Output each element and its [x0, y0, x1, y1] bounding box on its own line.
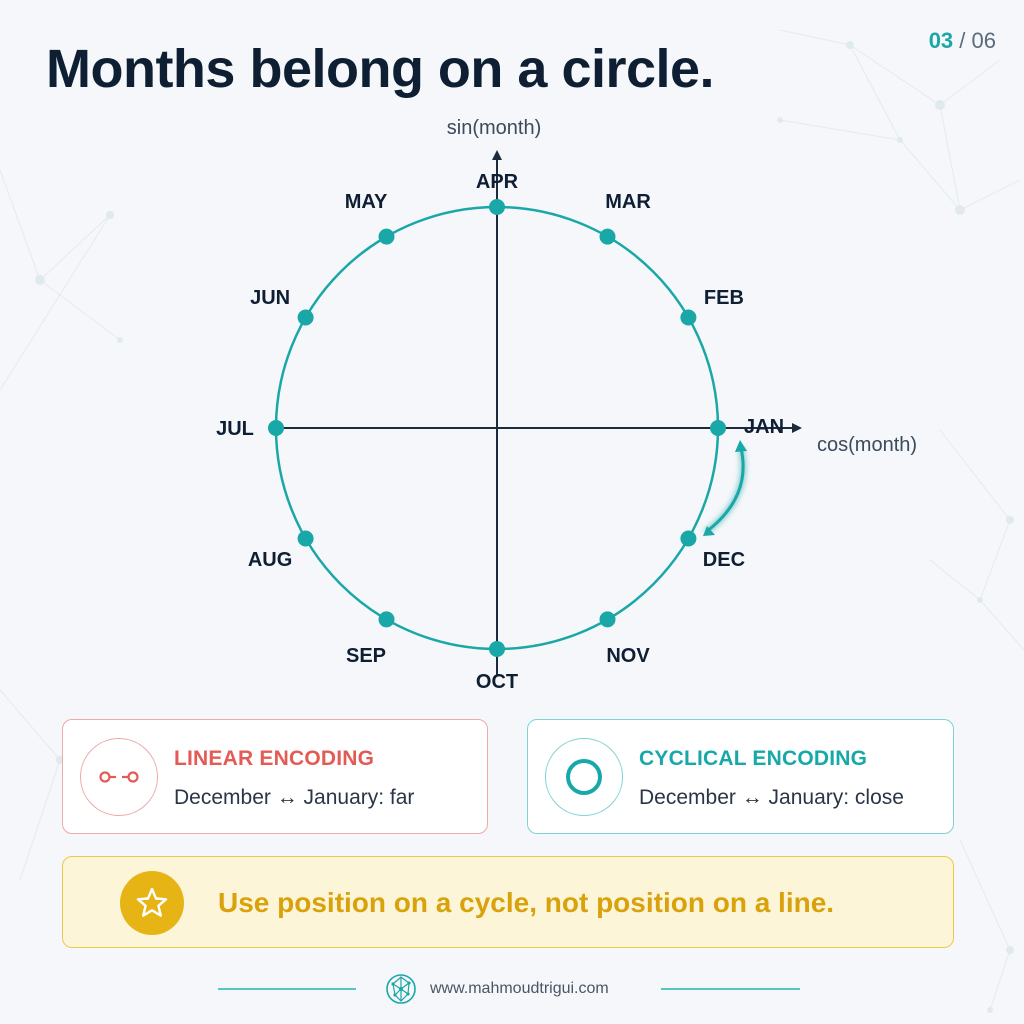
month-label-jul: JUL	[216, 418, 254, 440]
page-current: 03	[928, 28, 954, 53]
month-marker-nov	[599, 611, 616, 628]
month-marker-sep	[378, 611, 395, 628]
month-label-feb: FEB	[704, 287, 744, 309]
linear-encoding-card: LINEAR ENCODING December ↔ January: far	[62, 719, 488, 834]
month-label-sep: SEP	[346, 645, 386, 667]
x-axis-arrowhead	[792, 423, 802, 433]
dec-arrowhead	[703, 526, 715, 536]
cyclical-encoding-title: CYCLICAL ENCODING	[639, 747, 868, 770]
month-marker-mar	[599, 228, 616, 245]
jan-arrowhead	[735, 440, 747, 452]
month-marker-oct	[489, 641, 505, 657]
linear-encoding-text: December ↔ January: far	[174, 786, 415, 809]
network-logo-icon	[386, 974, 416, 1004]
cyclical-encoding-card: CYCLICAL ENCODING December ↔ January: cl…	[527, 719, 954, 834]
month-marker-jul	[268, 420, 284, 436]
month-label-mar: MAR	[605, 191, 651, 213]
page-indicator: 03 / 06	[929, 28, 996, 54]
star-badge	[120, 871, 184, 935]
month-label-apr: APR	[476, 171, 519, 193]
footer-divider-left	[218, 988, 356, 990]
month-marker-apr	[489, 199, 505, 215]
footer-divider-right	[661, 988, 800, 990]
cyclical-encoding-text: December ↔ January: close	[639, 786, 904, 809]
linear-badge	[80, 738, 158, 816]
star-icon	[136, 887, 168, 917]
month-label-jan: JAN	[744, 416, 784, 438]
month-label-may: MAY	[345, 191, 388, 213]
month-label-oct: OCT	[476, 671, 518, 693]
cyclical-badge	[545, 738, 623, 816]
month-marker-jun	[297, 309, 314, 326]
month-marker-feb	[680, 309, 697, 326]
takeaway-text: Use position on a cycle, not position on…	[218, 887, 835, 918]
footer-url: www.mahmoudtrigui.com	[430, 980, 609, 997]
x-axis-label: cos(month)	[817, 434, 917, 456]
takeaway-banner: Use position on a cycle, not position on…	[62, 856, 954, 948]
unit-circle-diagram: sin(month) cos(month) JAN FEB MAR APR MAY JUN…	[216, 117, 917, 693]
linear-encoding-title: LINEAR ENCODING	[174, 747, 375, 770]
y-axis-arrowhead	[492, 150, 502, 160]
linear-link-icon	[99, 771, 139, 783]
page-total: / 06	[959, 28, 996, 53]
month-label-jun: JUN	[250, 287, 290, 309]
page-title: Months belong on a circle.	[46, 39, 715, 99]
month-label-nov: NOV	[606, 645, 650, 667]
ring-icon	[566, 759, 602, 795]
month-label-aug: AUG	[248, 549, 292, 571]
month-marker-aug	[297, 530, 314, 547]
month-marker-dec	[680, 530, 697, 547]
month-label-dec: DEC	[703, 549, 745, 571]
month-marker-jan	[710, 420, 726, 436]
month-marker-may	[378, 228, 395, 245]
dec-to-jan-arrow	[705, 447, 745, 534]
y-axis-label: sin(month)	[447, 117, 541, 139]
